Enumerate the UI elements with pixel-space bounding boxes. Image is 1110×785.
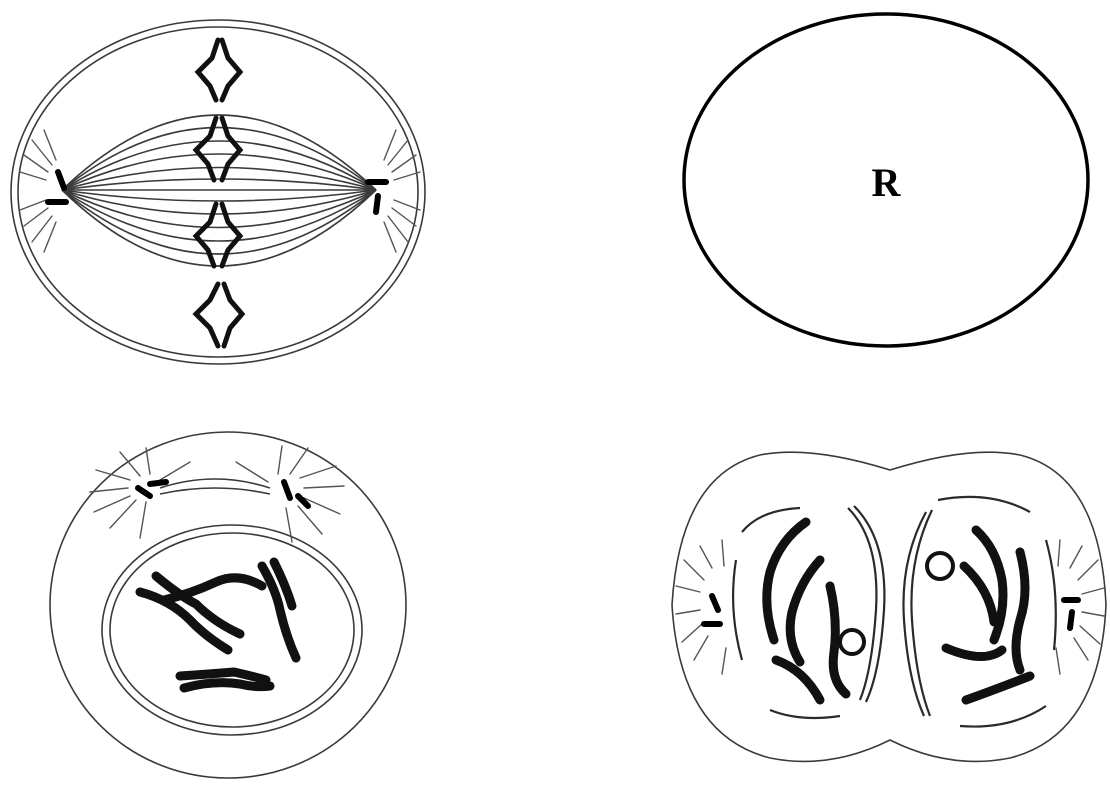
cell-r-label: R [872,160,902,205]
chromosomes-right-daughter [927,530,1030,700]
cell-membrane [50,432,406,778]
nucleolus-left [840,630,864,654]
metaphase-chromosomes [196,40,242,346]
aster-top-left [90,448,190,538]
chromosomes-left-daughter [767,522,864,700]
centrioles-left [48,172,66,202]
aster-right [384,130,420,252]
dividing-membrane [672,452,1106,761]
centrioles-top-right [284,482,308,506]
prophase-chromosomes [140,562,296,688]
spindle-forming [160,479,270,494]
cell-r: R [684,14,1088,346]
aster-telophase-right [1056,540,1104,674]
chromosome-1 [198,40,240,100]
telophase-cell [672,452,1106,761]
prophase-cell [50,432,406,778]
nucleolus-right [927,553,953,579]
metaphase-cell [11,20,425,364]
chromosome-4 [196,284,242,346]
centrioles-telophase-right [1064,600,1078,628]
centrioles-telophase-left [704,596,720,624]
spindle-fibers [62,115,376,266]
